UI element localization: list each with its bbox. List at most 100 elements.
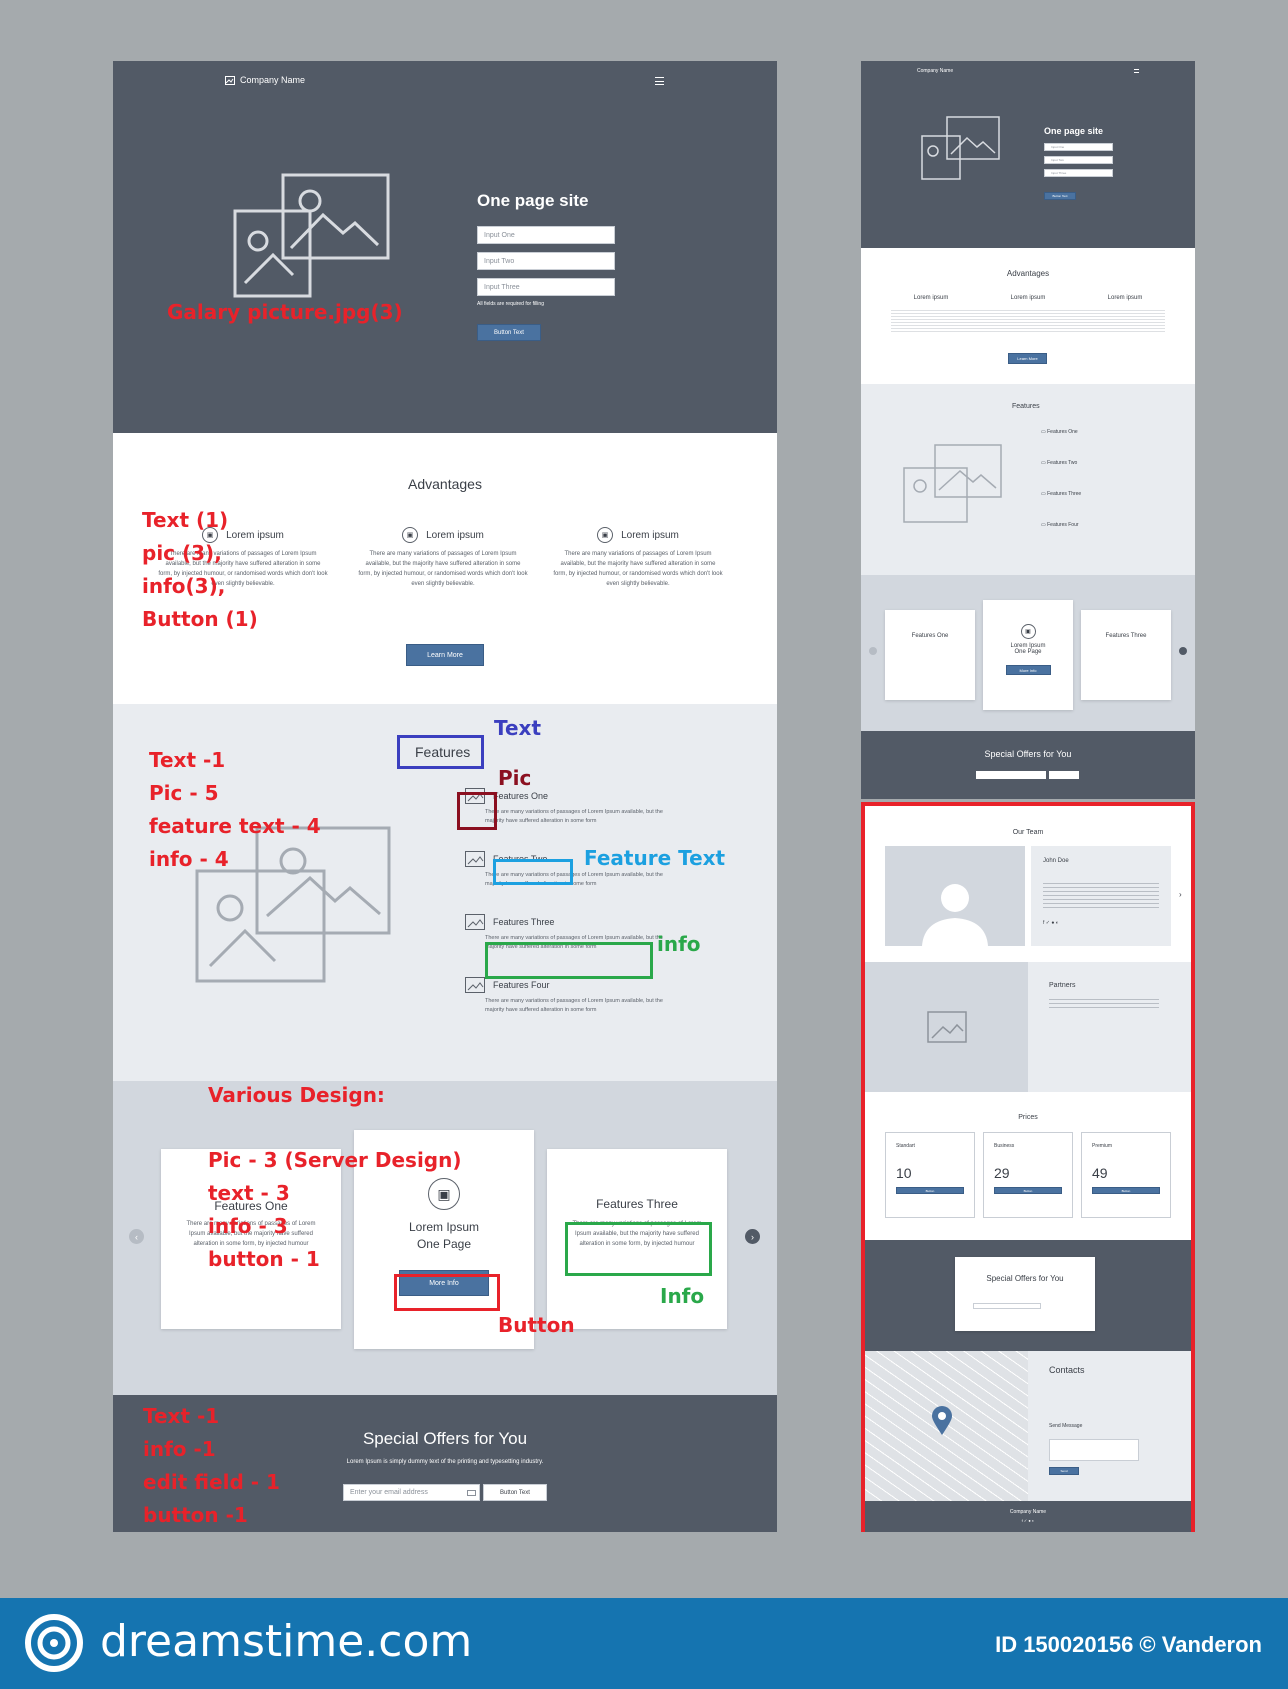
r-prices: Prices Standart 10 Button Business 29 Bu… — [865, 1092, 1191, 1240]
r-prices-title: Prices — [1018, 1114, 1038, 1121]
r-image-icon: ▭ — [1041, 491, 1048, 497]
r-image-icon: ▭ — [1041, 522, 1048, 528]
image-id: ID 150020156 © Vanderon — [995, 1632, 1262, 1657]
feature-item-text: There are many variations of passages of… — [485, 935, 663, 950]
r-extra-sections: Our Team John Doe f ✓ ● ◐ › Partners Pri… — [861, 802, 1195, 1532]
r-carousel-next[interactable] — [1179, 647, 1187, 655]
annotation-offers-1: Text -1 — [143, 1404, 220, 1428]
r-offers-email[interactable] — [976, 771, 1046, 779]
r-card-title: Lorem Ipsum — [1010, 643, 1046, 649]
hero-button[interactable]: Button Text — [477, 324, 541, 341]
r-team-title: Our Team — [1012, 829, 1044, 836]
r-adv-item-title: Lorem ipsum — [1010, 295, 1046, 301]
r-features-picture-icon — [903, 444, 1002, 523]
card-title: Features Three — [596, 1197, 678, 1211]
r-carousel-prev[interactable] — [869, 647, 877, 655]
r-feature-title: Features Three — [1047, 491, 1082, 497]
input-three[interactable]: Input Three — [477, 278, 615, 296]
advantage-item: ▣ Lorem ipsum There are many variations … — [158, 527, 328, 589]
advantage-item-title: Lorem ipsum — [226, 529, 284, 541]
r-logo[interactable]: Company Name — [917, 68, 954, 74]
image-icon: ▣ — [597, 527, 614, 543]
advantage-item-text: There are many variations of passages of… — [553, 551, 723, 587]
r-adv-item-title: Lorem ipsum — [1107, 295, 1143, 301]
annotation-text: Text — [494, 716, 542, 740]
r-menu-icon[interactable] — [1134, 69, 1139, 73]
r-input-three[interactable]: Input Three — [1044, 169, 1113, 177]
r-plan-button[interactable]: Button — [994, 1187, 1062, 1194]
r-feature-title: Features Two — [1047, 460, 1078, 466]
r-team-info: John Doe f ✓ ● ◐ — [1031, 846, 1171, 946]
r-image-icon: ▭ — [1041, 460, 1048, 466]
annotation-advantages-1: Text (1) — [142, 508, 229, 532]
r-input-two[interactable]: Input Two — [1044, 156, 1113, 164]
r-hero-button[interactable]: Button Text — [1044, 192, 1076, 200]
r-feature-item: ▭ Features Four — [1041, 522, 1079, 528]
image-icon — [465, 788, 485, 804]
image-icon — [465, 914, 485, 930]
annotation-offers-2: info -1 — [143, 1437, 216, 1461]
r-hero-title: One page site — [1044, 126, 1104, 136]
annotation-feature-text: Feature Text — [584, 846, 726, 870]
r-cards: Features One ▣ Lorem Ipsum One Page More… — [861, 575, 1195, 731]
r-team-next[interactable]: › — [1179, 890, 1182, 899]
r-message-field[interactable] — [1049, 1439, 1139, 1461]
r-footer-social-icons[interactable]: f ✓ ● ◐ — [1021, 1518, 1035, 1523]
r-feature-item: ▭ Features Two — [1041, 460, 1077, 466]
input-two[interactable]: Input Two — [477, 252, 615, 270]
r-hero: Company Name One page site Input One Inp… — [861, 61, 1195, 248]
r-plan-button[interactable]: Button — [1092, 1187, 1160, 1194]
r-footer: Company Name f ✓ ● ◐ — [865, 1501, 1191, 1532]
r-team-photo — [885, 846, 1025, 946]
hero-section: Company Name One page site Input One Inp… — [113, 61, 777, 433]
r-social-icons[interactable]: f ✓ ● ◐ — [1043, 920, 1059, 926]
r-partners-text — [1049, 996, 1159, 1010]
annotation-features-4: info - 4 — [149, 847, 229, 871]
brand-name[interactable]: dreamstime.com — [100, 1616, 473, 1667]
mobile-mockup: Company Name One page site Input One Inp… — [861, 61, 1195, 1532]
r-gallery-icon — [921, 116, 1000, 180]
image-icon — [465, 977, 485, 993]
annotation-offers-3: edit field - 1 — [143, 1470, 280, 1494]
annotation-pic: Pic — [498, 766, 532, 790]
r-learn-more-button[interactable]: Learn More — [1008, 353, 1047, 364]
r-offers-button[interactable] — [1049, 771, 1079, 779]
annotation-various: Various Design: — [208, 1083, 385, 1107]
logo[interactable]: Company Name — [225, 75, 305, 85]
highlight-card-info — [565, 1222, 712, 1276]
r-card: Features One — [885, 610, 975, 700]
advantages-section: Advantages ▣ Lorem ipsum There are many … — [113, 433, 777, 704]
advantage-item-text: There are many variations of passages of… — [158, 551, 328, 587]
learn-more-button[interactable]: Learn More — [406, 644, 484, 666]
annotation-various-4: button - 1 — [208, 1247, 320, 1271]
r-contacts: Contacts Send Message Send — [865, 1351, 1191, 1501]
carousel-next-button[interactable]: › — [745, 1229, 760, 1244]
carousel-prev-button[interactable]: ‹ — [129, 1229, 144, 1244]
r-team: Our Team John Doe f ✓ ● ◐ › — [865, 806, 1191, 962]
offers-button[interactable]: Button Text — [483, 1484, 547, 1501]
card-subtitle: One Page — [416, 1237, 472, 1251]
r-image-icon: ▣ — [1020, 624, 1036, 639]
r-send-message-label: Send Message — [1049, 1423, 1083, 1429]
r-input-one[interactable]: Input One — [1044, 143, 1113, 151]
r-contacts-title: Contacts — [1049, 1365, 1085, 1375]
r-plan-button[interactable]: Button — [896, 1187, 964, 1194]
r-plan-name: Standart — [896, 1143, 915, 1149]
r-send-button[interactable]: Send — [1049, 1467, 1079, 1475]
r-feature-item: ▭ Features Three — [1041, 491, 1081, 497]
feature-item: Features Four There are many variations … — [465, 977, 665, 1015]
advantages-title: Advantages — [408, 476, 482, 492]
r-card-title: Features Three — [1105, 633, 1147, 639]
menu-icon[interactable] — [655, 77, 664, 85]
feature-item-title: Features One — [493, 791, 549, 801]
advantage-item: ▣ Lorem ipsum There are many variations … — [553, 527, 723, 589]
r-adv-item: Lorem ipsum — [1085, 295, 1165, 301]
r-partners-image — [865, 962, 1028, 1092]
brand-banner: dreamstime.com ID 150020156 © Vanderon — [0, 1598, 1288, 1689]
r-offers-card-input[interactable] — [973, 1303, 1041, 1309]
email-input[interactable]: Enter your email address — [343, 1484, 480, 1501]
input-one[interactable]: Input One — [477, 226, 615, 244]
highlight-feature-info — [485, 942, 653, 979]
offers-section: Special Offers for You Lorem Ipsum is si… — [113, 1395, 777, 1532]
r-more-info-button[interactable]: More Info — [1005, 665, 1051, 675]
